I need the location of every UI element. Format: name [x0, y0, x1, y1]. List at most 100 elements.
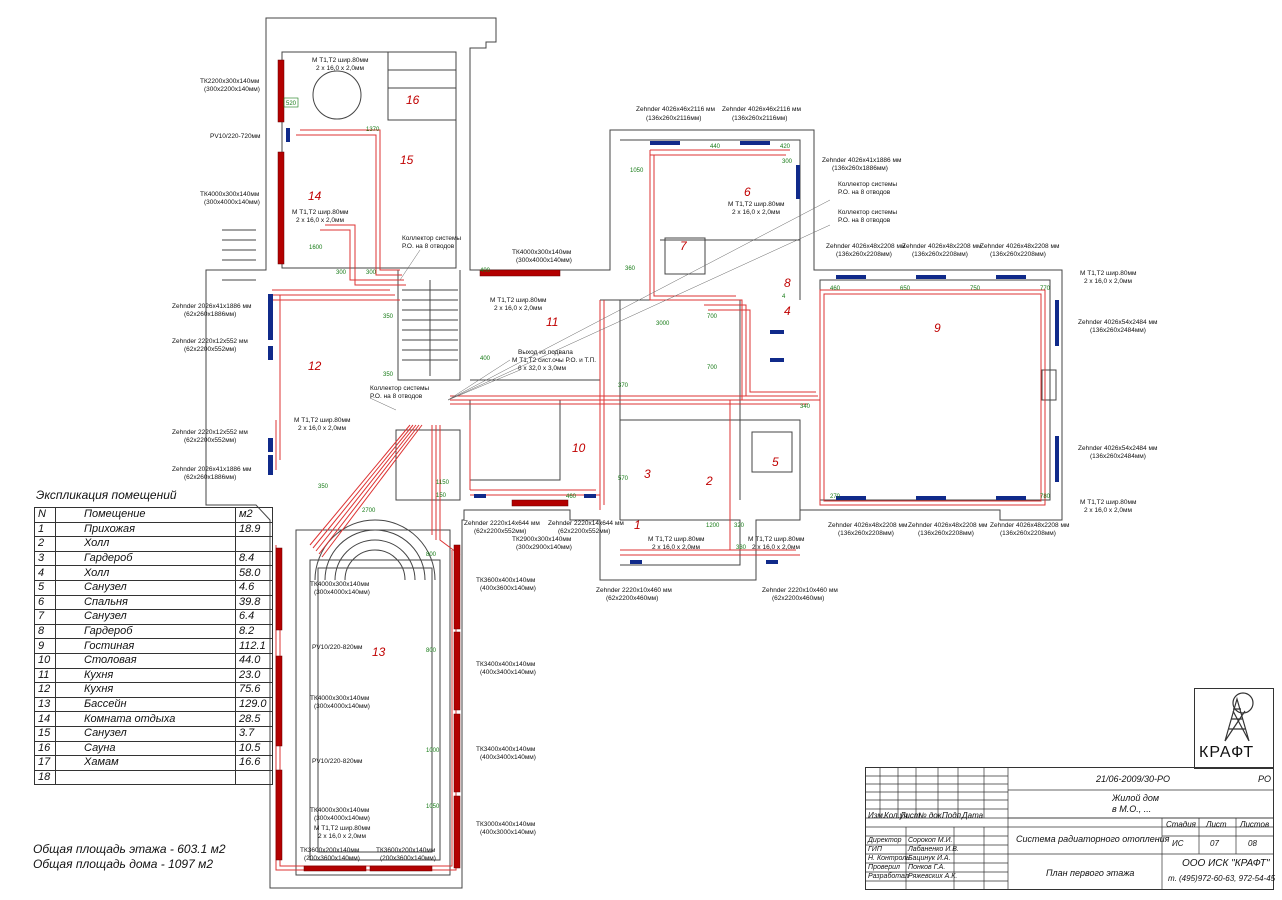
table-cell: 14 — [34, 711, 56, 727]
radiator-label: Zehnder 4026х48х2208 мм — [980, 243, 1060, 250]
table-cell: Санузел — [55, 609, 236, 625]
svg-text:750: 750 — [970, 286, 981, 292]
radiator-label: Zehnder 4026х54х2484 мм — [1078, 319, 1158, 326]
signature-person: Ряжевских А.К. — [908, 873, 958, 880]
svg-text:460: 460 — [830, 286, 841, 292]
table-cell: 8.2 — [235, 623, 273, 640]
radiator-label: Zehnder 2220х12х552 мм — [172, 429, 248, 436]
radiator — [836, 496, 866, 500]
signature-person: Сорокоп М.И. — [908, 837, 953, 844]
table-cell: Холл — [55, 536, 236, 552]
radiator-label: (400х3600х140мм) — [480, 585, 536, 592]
table-cell — [235, 536, 273, 552]
radiator-label: ТК2900х300х140мм — [512, 536, 572, 543]
svg-text:270: 270 — [830, 494, 841, 500]
room-number: 7 — [680, 239, 688, 253]
company-logo: КРАФТ — [1194, 688, 1274, 769]
table-cell: Гардероб — [55, 623, 236, 640]
radiator-label: (200х3600х140мм) — [380, 855, 436, 862]
svg-text:800: 800 — [426, 648, 437, 654]
area-totals: Общая площадь этажа - 603.1 м2 Общая пло… — [33, 842, 226, 872]
table-cell — [55, 769, 236, 786]
col-header: Изм. — [868, 811, 886, 820]
radiator-label: ТК2200х300х140мм — [200, 78, 260, 85]
room-number: 12 — [308, 359, 322, 373]
radiator-label: (62х2200х460мм) — [606, 595, 658, 602]
signature-role: Н. Контроль — [868, 855, 910, 862]
table-cell: 7 — [34, 609, 56, 625]
system-name: Система радиаторного отопления — [1016, 834, 1170, 844]
svg-text:320: 320 — [734, 523, 745, 529]
radiator-label: (136х260х2208мм) — [918, 530, 974, 537]
radiator-label: Zehnder 2220х14х644 мм — [464, 520, 540, 527]
pipe-label: 2 х 16,0 х 2,0мм — [652, 544, 700, 551]
note-label: Коллектор системы — [838, 209, 897, 216]
radiator-label: (136х260х2484мм) — [1090, 327, 1146, 334]
house-total: Общая площадь дома - 1097 м2 — [33, 857, 213, 871]
svg-text:340: 340 — [800, 404, 811, 410]
pipe-label: М Т1,Т2 шир.80мм — [1080, 270, 1137, 277]
radiator-label: (136х260х2116мм) — [646, 115, 701, 122]
table-cell: 5 — [34, 579, 56, 596]
svg-text:3000: 3000 — [656, 321, 670, 327]
table-cell: Кухня — [55, 667, 236, 684]
radiator-label: (136х260х2208мм) — [836, 251, 892, 258]
note-label: Р.О. на 8 отводов — [370, 393, 423, 400]
pipe-label: М Т1,Т2 шир.80мм — [728, 201, 785, 208]
radiator — [453, 631, 461, 711]
wall-inner — [281, 51, 1051, 876]
pipe-label: 2 х 16,0 х 2,0мм — [752, 544, 800, 551]
radiator — [511, 499, 569, 507]
svg-text:370: 370 — [618, 383, 629, 389]
radiator-label: (400х3400х140мм) — [480, 754, 536, 761]
table-cell: 3 — [34, 550, 56, 567]
radiator-label: Zehnder 2026х41х1886 мм — [172, 303, 252, 310]
radiator — [275, 547, 283, 631]
room-number: 4 — [784, 304, 791, 318]
sheet-label: Лист — [1206, 820, 1227, 829]
table-cell: 16 — [34, 740, 56, 757]
radiator-label: Zehnder 4026х48х2208 мм — [902, 243, 982, 250]
pipe-label: М Т1,Т2 шир.80мм — [312, 57, 369, 64]
pipe-label: 2 х 16,0 х 2,0мм — [298, 425, 346, 432]
table-cell: 8 — [34, 623, 56, 640]
radiator — [770, 330, 784, 334]
pipe-label: М Т1,Т2 шир.80мм — [490, 297, 547, 304]
svg-text:420: 420 — [780, 144, 791, 150]
radiator-label: Zehnder 4026х46х2116 мм — [722, 106, 801, 113]
table-cell: 129.0 — [235, 696, 273, 713]
radiator-label: Zehnder 4026х41х1886 мм — [822, 157, 902, 164]
header-cell: Помещение — [55, 507, 236, 523]
svg-text:780: 780 — [1040, 494, 1051, 500]
table-cell: 58.0 — [235, 565, 273, 581]
pipe-label: М Т1,Т2 шир.80мм — [294, 417, 351, 424]
col-header: Подп. — [942, 811, 964, 820]
table-cell: Санузел — [55, 579, 236, 596]
note-label: Коллектор системы — [370, 385, 429, 392]
room-number: 2 — [705, 474, 713, 488]
radiator — [770, 358, 784, 362]
radiator — [916, 496, 946, 500]
radiator-label: Zehnder 4026х48х2208 мм — [990, 522, 1070, 529]
radiator — [996, 275, 1026, 279]
table-cell: Спальня — [55, 594, 236, 611]
radiator — [474, 494, 486, 498]
sheets-label: Листов — [1240, 820, 1270, 829]
radiator-label: (300х4000х140мм) — [314, 589, 370, 596]
pipe-label: М Т1,Т2 шир.80мм — [748, 536, 805, 543]
radiator — [277, 59, 285, 123]
note-label: Р.О. на 8 отводов — [402, 243, 455, 250]
radiator-label: (62х2200х552мм) — [184, 437, 236, 444]
radiator-label: (200х3600х140мм) — [304, 855, 360, 862]
stage-label: Стадия — [1166, 820, 1196, 829]
explication-title: Экспликация помещений — [36, 488, 177, 502]
radiator-label: (300х4000х140мм) — [314, 815, 370, 822]
table-cell: 2 — [34, 536, 56, 552]
